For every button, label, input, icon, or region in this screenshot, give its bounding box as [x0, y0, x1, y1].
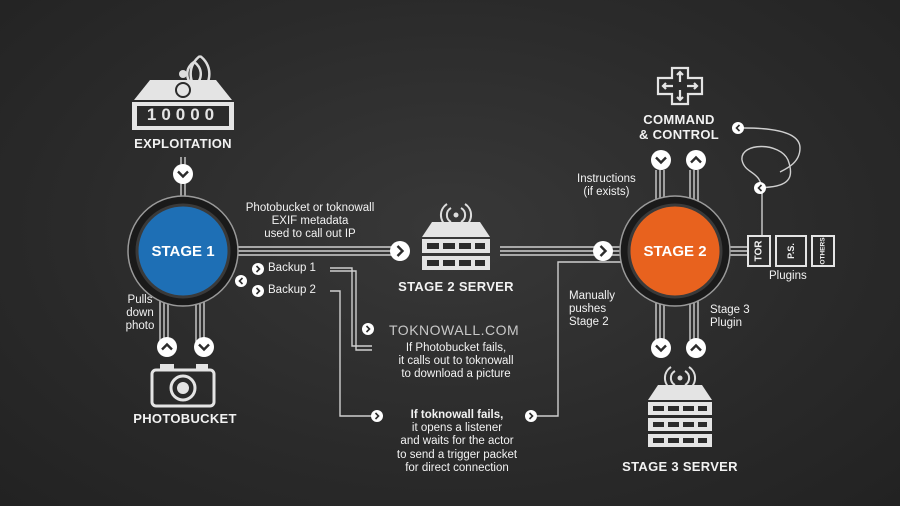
exif-note-line: Photobucket or toknowall	[245, 202, 375, 214]
manually-pushes-line: Stage 2	[569, 316, 609, 329]
photobucket-label: PHOTOBUCKET	[133, 411, 237, 426]
stage3-plugin-note: Stage 3 Plugin	[710, 304, 750, 330]
photobucket-fails-note: If Photobucket fails, it calls out to to…	[398, 342, 513, 382]
manually-pushes-line: pushes	[569, 303, 607, 316]
stage1-disc	[135, 203, 231, 299]
right-arrow-icon	[388, 239, 412, 263]
right-arrow-icon	[251, 284, 265, 298]
plugins-label: Plugins	[769, 270, 807, 282]
left-arrow-icon	[753, 181, 767, 195]
down-arrow-icon	[649, 148, 673, 172]
toknowall-label: TOKNOWALL.COM	[389, 322, 520, 338]
right-arrow-icon	[251, 262, 265, 276]
stage3-plugin-line: Stage 3	[710, 304, 750, 316]
manually-pushes-note: Manually pushes Stage 2	[569, 290, 615, 330]
toknowall-fails-line: If toknowall fails,	[410, 409, 504, 421]
command-control-line: COMMAND	[643, 112, 715, 127]
backup1-label: Backup 1	[268, 262, 316, 274]
plugin-others-label: OTHERS	[819, 237, 827, 265]
up-arrow-icon	[155, 335, 179, 359]
left-arrow-icon	[234, 274, 248, 288]
down-arrow-icon	[649, 336, 673, 360]
manually-pushes-line: Manually	[569, 290, 616, 302]
toknowall-fails-line: it opens a listener	[411, 422, 503, 435]
toknowall-fails-note: If toknowall fails, it opens a listener …	[397, 409, 517, 475]
exif-note-line: used to call out IP	[264, 228, 356, 241]
down-arrow-icon	[171, 162, 195, 186]
stage3-server-icon	[648, 366, 712, 447]
camera-icon	[150, 364, 216, 408]
exploitation-display: 10000	[146, 105, 220, 124]
stage1-label: STAGE 1	[151, 243, 215, 260]
stage2-server-label: STAGE 2 SERVER	[398, 279, 514, 294]
up-arrow-icon	[684, 336, 708, 360]
exploitation-server-icon	[132, 54, 234, 130]
up-arrow-icon	[684, 148, 708, 172]
toknowall-fails-line: and waits for the actor	[400, 435, 514, 448]
stage3-plugin-line: Plugin	[710, 317, 742, 330]
backup2-label: Backup 2	[268, 284, 316, 296]
exif-note-line: EXIF metadata	[271, 215, 349, 228]
pulls-note-line: down	[126, 307, 154, 320]
plugin-tor-label: TOR	[753, 240, 765, 262]
exploitation-label: EXPLOITATION	[134, 136, 232, 151]
exif-note: Photobucket or toknowall EXIF metadata u…	[246, 202, 375, 242]
stage2-server-icon	[422, 203, 490, 270]
right-arrow-icon	[361, 322, 375, 336]
photobucket-fails-line: If Photobucket fails,	[405, 342, 507, 354]
down-arrow-icon	[192, 335, 216, 359]
instructions-line: (if exists)	[583, 186, 630, 199]
stage2-label: STAGE 2	[643, 243, 707, 260]
instructions-note: Instructions (if exists)	[577, 173, 636, 199]
stage3-server-label: STAGE 3 SERVER	[622, 459, 738, 474]
right-arrow-icon	[524, 409, 538, 423]
command-control-label: COMMAND & CONTROL	[639, 112, 719, 143]
right-arrow-icon	[370, 409, 384, 423]
instructions-line: Instructions	[577, 173, 636, 185]
pulls-note-line: photo	[125, 320, 155, 333]
photobucket-fails-line: it calls out to toknowall	[398, 355, 514, 368]
command-control-icon	[656, 66, 704, 106]
stage2-disc	[627, 203, 723, 299]
left-arrow-icon	[731, 121, 745, 135]
plugin-boxes	[747, 235, 835, 267]
pulls-note: Pulls down photo	[126, 294, 155, 334]
pulls-note-line: Pulls	[127, 294, 153, 306]
command-control-line: & CONTROL	[639, 126, 719, 142]
photobucket-fails-line: to download a picture	[401, 368, 511, 381]
right-arrow-icon	[591, 239, 615, 263]
toknowall-fails-line: to send a trigger packet	[396, 448, 518, 461]
plugin-ps-label: P.S.	[785, 243, 796, 259]
toknowall-fails-line: for direct connection	[405, 461, 509, 474]
